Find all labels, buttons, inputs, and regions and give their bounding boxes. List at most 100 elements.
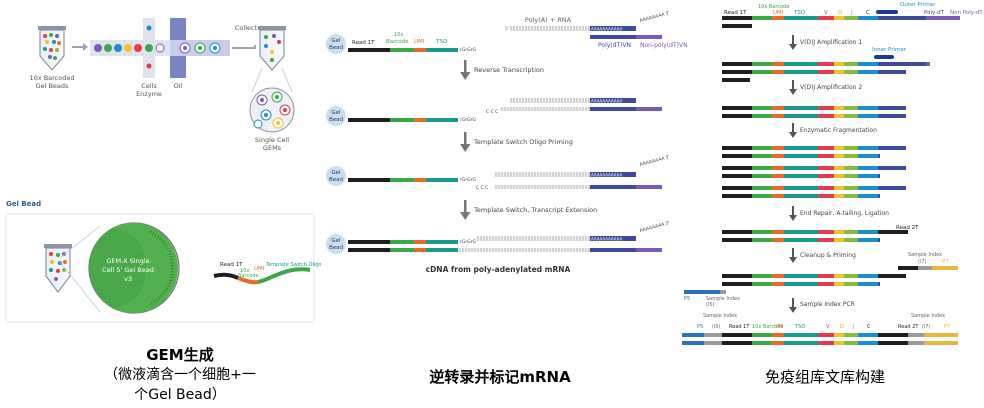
rt-stage-2: Gel Bead rGrGrG C C C AAAAAAAAAAA <box>326 98 662 126</box>
strand-frag-2-seg-7 <box>858 166 878 170</box>
lib-h-nonpolydt: Non Poly-dT <box>950 10 983 16</box>
gems-magnified <box>249 87 295 133</box>
strand-clean-b-seg-3 <box>784 282 818 286</box>
strand-frag-4-seg-5 <box>834 186 844 190</box>
strand-initial-seg-6 <box>844 16 858 20</box>
strand-final-b-seg-7 <box>858 341 878 345</box>
strand-initial-seg-7 <box>858 16 878 20</box>
strand-final-a-seg-1 <box>752 333 772 337</box>
lib-h-j: J <box>850 10 853 16</box>
strand-initial-seg-4 <box>818 16 834 20</box>
inner-primer-bar <box>874 55 894 59</box>
strand-clean-b-seg-8 <box>878 282 880 286</box>
strand-clean-b-seg-4 <box>818 282 834 286</box>
oligo-read1: Read 1T <box>220 262 243 268</box>
strand-amp1-b-seg-3 <box>784 70 818 74</box>
strand-frag-1-seg-0 <box>722 154 752 158</box>
strand-frag-1-seg-1 <box>752 154 772 158</box>
strand-amp1-a-seg-9 <box>926 62 930 66</box>
five-prime-1: 5' <box>505 26 509 32</box>
strand-amp2-a-seg-7 <box>858 106 878 110</box>
strand-frag-3-seg-4 <box>818 174 834 178</box>
strand-lig-a-seg-2 <box>772 230 784 234</box>
rt-umi: UMI <box>414 39 425 45</box>
gem-panel: 10x Barcoded Gel Beads Cells En <box>5 18 321 323</box>
rt-arrow-3 <box>464 200 467 214</box>
strand-amp1-a-seg-3 <box>784 62 818 66</box>
nonpoly-label: Non-poly(dT)VN <box>640 42 688 49</box>
final-si-left: Sample Index <box>703 313 737 319</box>
caption-lib: 免疫组库文库构建 <box>764 368 885 386</box>
strand-final-b-seg-4 <box>818 341 834 345</box>
strand-frag-0-seg-2 <box>772 146 784 150</box>
lib-step-1: V(D)J Amplification 1 <box>800 39 862 46</box>
strand-amp2-b-seg-7 <box>858 114 878 118</box>
final-read1: Read 1T <box>729 324 750 330</box>
final-tso: TSO <box>794 324 805 330</box>
rt-panel: Gel Bead rGrGrG Read 1T 10x Barcode UMI … <box>326 10 688 274</box>
strand-final-b-p5 <box>682 341 704 345</box>
strand-frag-5-seg-7 <box>858 194 878 198</box>
lib-h-tso: TSO <box>793 10 806 16</box>
lib-h-barcode: 10x Barcode <box>758 4 789 10</box>
gel-bead-label-g: Gel <box>331 238 341 244</box>
strand-initial-seg-0 <box>722 16 752 20</box>
polyA-seq-4: AAAAAAAAAAA <box>591 237 622 242</box>
strand-amp1-b-seg-0 <box>722 70 752 74</box>
strand-amp2-a-seg-6 <box>844 106 858 110</box>
rt-barcode-2: Barcode <box>386 39 409 45</box>
library-panel: Read 1T 10x Barcode UMI TSO V D J C Poly… <box>682 2 983 345</box>
strand-lig-b-seg-4 <box>818 238 834 242</box>
rt-step-2: Template Switch Oligo Priming <box>473 138 573 146</box>
strand-amp1-b-seg-1 <box>752 70 772 74</box>
strand-clean-b-seg-0 <box>722 282 752 286</box>
gel-bead-section-title: Gel Bead <box>6 200 41 208</box>
strand-amp1-b-seg-7 <box>858 70 878 74</box>
strand-lig-b-seg-7 <box>858 238 878 242</box>
polydt-label: Poly(dT)VN <box>598 42 631 49</box>
strand-final-b-seg-6 <box>844 341 858 345</box>
strand-lig-a-seg-7 <box>858 230 878 234</box>
gel-bead-frame <box>5 213 315 323</box>
polyA-seq-1: AAAAAAAAAAA <box>591 27 622 32</box>
gel-bead-label-d: Bead <box>329 117 343 123</box>
strand-initial-seg-3 <box>784 16 818 20</box>
microfluidic-chip <box>90 18 230 78</box>
si-label-2: Sample Index <box>706 296 740 302</box>
strand-clean-a-seg-7 <box>858 274 878 278</box>
rgrgrg-1: rGrGrG <box>460 47 477 53</box>
strand-frag-5-seg-6 <box>844 194 858 198</box>
strand-frag-5-seg-8 <box>878 194 880 198</box>
rna-tail-4: AAAAAAAA 3' <box>639 220 671 234</box>
lib-arrow-1 <box>792 35 794 45</box>
strand-final-a-p7 <box>924 333 958 337</box>
rt-arrow-2 <box>464 132 467 146</box>
strand-amp2-a-seg-4 <box>818 106 834 110</box>
lib-step-2: V(D)J Amplification 2 <box>800 84 862 91</box>
strand-lig-b-seg-0 <box>722 238 752 242</box>
strand-amp2-b-seg-3 <box>784 114 818 118</box>
final-i5: (i5) <box>712 324 721 330</box>
rt-barcode-1: 10x <box>394 32 403 38</box>
strand-lig-a-r2 <box>878 230 908 234</box>
strand-lig-a-seg-0 <box>722 230 752 234</box>
oil-label: Oil <box>174 82 183 90</box>
final-p7: P7 <box>944 324 950 330</box>
rgrgrg-3: rGrGrG <box>460 177 477 183</box>
lib-h-c: C <box>866 10 870 16</box>
strand-frag-3-seg-0 <box>722 174 752 178</box>
final-umi: UMI <box>774 324 783 330</box>
strand-frag-0-seg-7 <box>858 146 878 150</box>
strand-frag-0-seg-0 <box>722 146 752 150</box>
strand-final-a-p5 <box>682 333 704 337</box>
lib-step-4: End Repair, A-tailing, Ligation <box>800 210 889 217</box>
bead-label-1: GEM-X Single <box>106 257 149 265</box>
rna-tail-3: AAAAAAAA 3' <box>639 154 671 168</box>
final-read2: Read 2T <box>898 324 919 330</box>
strand-final-b-seg-5 <box>834 341 844 345</box>
strand-clean-a-seg-3 <box>784 274 818 278</box>
strand-final-b-seg-2 <box>772 341 784 345</box>
strand-final-b-r2 <box>878 341 908 345</box>
bead-oligo-strand <box>213 267 311 285</box>
strand-clean-a-seg-5 <box>834 274 844 278</box>
